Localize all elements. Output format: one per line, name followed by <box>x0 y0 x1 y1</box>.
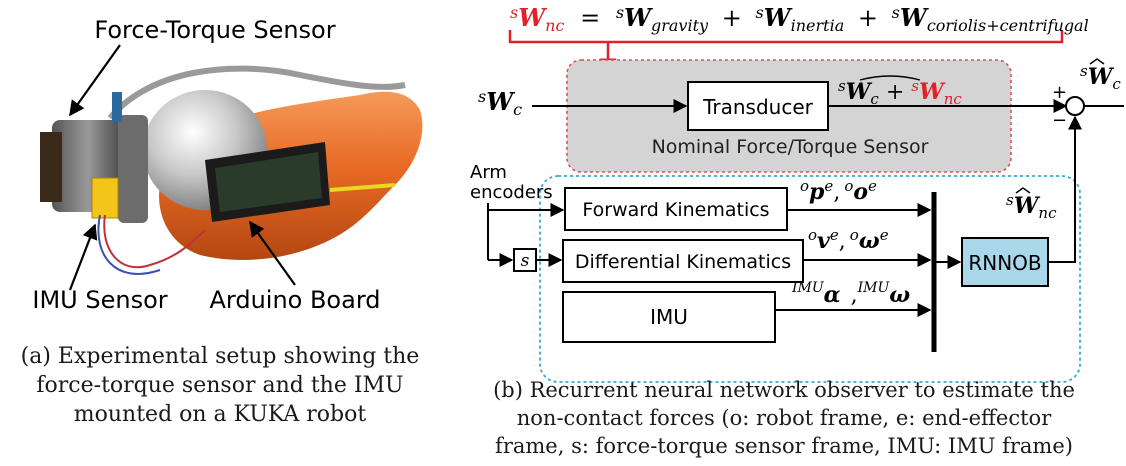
arrow-imu-sensor <box>68 223 98 291</box>
top-equation: sWnc = sWgravity + sWinertia + sWcorioli… <box>510 3 1089 37</box>
input-wc-label: sWc <box>478 87 522 119</box>
forward-kinematics-label: Forward Kinematics <box>582 199 769 221</box>
velocity-signal-label: ove,oωe <box>808 226 889 254</box>
imu-device <box>91 177 119 219</box>
encoder-region <box>539 175 1081 383</box>
rnnob-block <box>961 237 1049 287</box>
final-output-label: sWc <box>1080 62 1121 93</box>
imu-block-label: IMU <box>650 305 688 329</box>
arm-encoders-label-2: encoders <box>470 182 553 203</box>
label-arduino-board: Arduino Board <box>209 286 380 314</box>
rnnob-output-label: sWnc <box>1006 191 1057 222</box>
differential-kinematics-block <box>562 239 804 283</box>
derivative-label: s <box>521 251 530 271</box>
cable <box>107 65 406 120</box>
transducer-label: Transducer <box>702 95 814 119</box>
minus-sign: − <box>1052 110 1067 131</box>
plus-sign: + <box>1052 82 1067 103</box>
arm-encoders-label-1: Arm <box>470 162 507 183</box>
robot-photo <box>40 44 423 291</box>
rnnob-label: RNNOB <box>968 251 1041 275</box>
summing-junction <box>1065 96 1085 116</box>
caption-a: (a) Experimental setup showing the force… <box>20 344 420 427</box>
imu-block <box>562 291 776 343</box>
label-imu-sensor: IMU Sensor <box>32 286 167 314</box>
pose-signal-label: ope,ooe <box>800 177 877 205</box>
arrow-arduino <box>249 220 296 286</box>
label-force-torque-sensor: Force-Torque Sensor <box>94 16 335 44</box>
nominal-sensor-label: Nominal Force/Torque Sensor <box>652 136 929 158</box>
arrow-rnnob-sum <box>1048 115 1082 263</box>
hat-accent <box>859 75 921 81</box>
forward-kinematics-block <box>564 187 788 231</box>
caption-b: (b) Recurrent neural network observer to… <box>493 378 1075 458</box>
transducer-output-label: sWc + sWnc <box>838 77 962 110</box>
imu-signal-label: IMUα,IMUω <box>791 280 910 308</box>
transducer-block <box>687 81 829 131</box>
differential-kinematics-label: Differential Kinematics <box>575 251 791 273</box>
arrow-ft-sensor <box>69 44 121 117</box>
